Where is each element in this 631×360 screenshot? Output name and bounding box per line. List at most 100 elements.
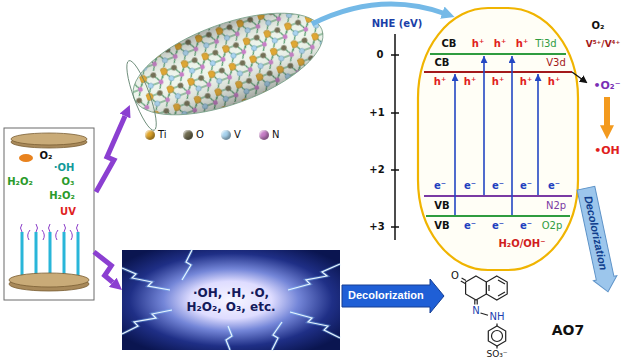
ao7-molecule: [489, 280, 505, 296]
band-diagram: [454, 74, 456, 215]
plasma-arrow: [96, 116, 125, 192]
diagram-label: e⁻: [520, 180, 532, 192]
legend-text: O: [196, 129, 204, 141]
node-text: O₃: [62, 176, 75, 188]
node-text: ·OH, ·H, ·O, H₂O₂, O₃, etc.: [178, 286, 284, 315]
diagram-label: h⁺: [516, 38, 528, 50]
diagram-label: O: [451, 270, 459, 282]
ao7-molecule: [461, 276, 507, 349]
transfer-arrow: [312, 4, 446, 24]
diagram-label: AO7: [552, 322, 584, 339]
band-diagram: [424, 195, 572, 197]
diagram-label: H₂O/OH⁻: [498, 238, 545, 250]
legend-text: N: [272, 129, 279, 141]
diagram-label: h⁺: [494, 38, 506, 50]
diagram-label: e⁻: [520, 220, 532, 232]
plasma-reactor: [4, 128, 94, 300]
plasma-species-panel: ·OH, ·H, ·O, H₂O₂, O₃, etc.: [122, 250, 340, 350]
legend-swatch: [221, 130, 231, 140]
legend-item: V: [221, 129, 241, 141]
plasma-panel: [122, 250, 340, 350]
diagram-label: h⁺: [472, 38, 484, 50]
diagram-label: h⁺: [434, 76, 446, 88]
ao7-molecule: [486, 276, 507, 300]
ao7-molecule: [496, 324, 497, 349]
plasma-panel: [122, 250, 340, 350]
legend-swatch: [183, 130, 193, 140]
plasma-reactor: [11, 133, 87, 145]
node-text: UV: [60, 206, 76, 218]
diagram-label: O2p: [542, 220, 563, 232]
node-text: H₂O₂: [7, 176, 33, 188]
diagram-label: h⁺: [464, 76, 476, 88]
node-text: Decolorization: [581, 195, 610, 272]
reaction-arrow: [572, 72, 583, 80]
band-diagram: [537, 74, 539, 195]
ao7-molecule: [492, 331, 503, 342]
diagram-label: +1: [369, 107, 384, 119]
diagram-label: NH: [490, 311, 505, 323]
band-diagram: [430, 53, 566, 55]
diagram-label: +2: [369, 164, 384, 176]
diagram-label: +3: [369, 221, 384, 233]
arrow-shape: [574, 186, 620, 295]
diagram-label: Ti3d: [535, 38, 556, 50]
diagram-label: SO₃⁻: [486, 349, 507, 360]
plasma-reactor: O₂·OHH₂O₂O₃H₂O₂UV: [4, 128, 94, 300]
diagram-label: 0: [377, 49, 384, 61]
diagram-label: e⁻: [464, 220, 476, 232]
lightning-connector: [94, 252, 113, 282]
energy-axis: [391, 34, 399, 240]
diagram-label: h⁺: [492, 76, 504, 88]
nanotube: [120, 0, 335, 136]
diagram-label: NHE (eV): [372, 18, 423, 30]
arrow-shape: [342, 279, 444, 313]
legend-item: O: [183, 129, 204, 141]
diagram-label: N2p: [546, 200, 566, 212]
transfer-arrow: [312, 4, 446, 24]
diagram-label: VB: [434, 200, 449, 212]
legend-text: Ti: [158, 129, 167, 141]
diagram-label: V3d: [546, 57, 566, 69]
plasma-reactor: [19, 154, 33, 162]
nanotube: [120, 0, 335, 136]
plasma-reactor: [22, 232, 78, 278]
band-diagram: [424, 71, 572, 73]
plasma-reactor: [4, 128, 94, 300]
ao7-molecule: [475, 300, 477, 305]
decolorization-curved-arrow: Decolorization: [574, 186, 620, 295]
diagram-label: e⁻: [492, 180, 504, 192]
arrow-shape: [342, 279, 444, 313]
ao7-molecule: [481, 313, 489, 315]
node-text: O₂: [40, 150, 53, 162]
diagram-label: e⁻: [492, 220, 504, 232]
node-text: Decolorization: [348, 289, 424, 302]
diagram-label: CB: [435, 57, 450, 69]
band-diagram: [418, 8, 578, 270]
band-diagram: [511, 56, 513, 215]
plasma-reactor: [9, 273, 89, 287]
diagram-label: e⁻: [548, 180, 560, 192]
diagram-label: e⁻: [464, 180, 476, 192]
diagram-label: h⁺: [548, 76, 560, 88]
connectors: [94, 252, 113, 282]
band-diagram: [426, 215, 570, 217]
reaction-arrow: [604, 97, 610, 128]
diagram-label: e⁻: [434, 180, 446, 192]
diagram-label: N: [472, 305, 479, 317]
ao7-molecule: [466, 276, 487, 300]
plasma-arrow: [96, 116, 125, 192]
ao7-molecule: [488, 326, 505, 346]
diagram-label: •OH: [594, 144, 620, 157]
plasma-panel: [122, 250, 340, 350]
diagram-label: •O₂⁻: [593, 79, 620, 92]
legend-item: Ti: [145, 129, 167, 141]
legend-text: V: [234, 129, 241, 141]
arrow-shape: [574, 186, 620, 295]
decolorization-arrow: Decolorization: [342, 279, 444, 313]
diagram-label: CB: [442, 38, 457, 50]
